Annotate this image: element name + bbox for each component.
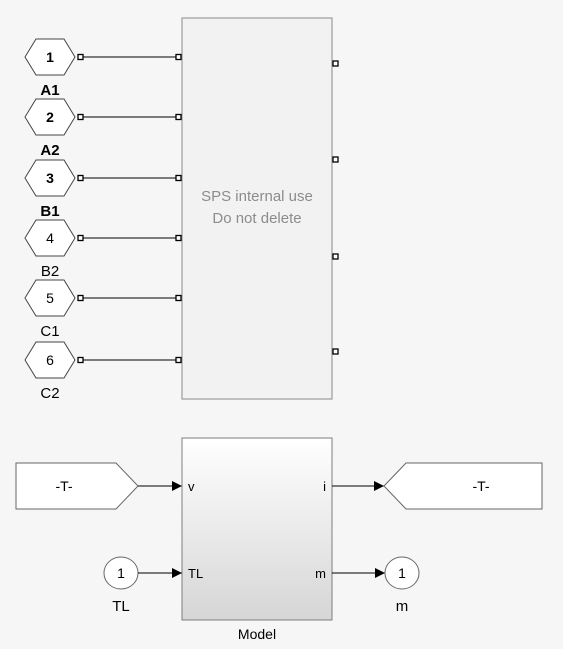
inport-label-2: A2 — [40, 142, 59, 159]
inport-connector-3 — [77, 174, 84, 182]
goto-tag-left[interactable] — [15, 462, 139, 510]
goto-left-text: -T- — [55, 478, 72, 494]
inport-label-1: A1 — [40, 82, 59, 99]
model-port-m: m — [315, 566, 326, 581]
sps-input-port-3 — [175, 174, 182, 182]
inport-connector-4 — [77, 234, 84, 242]
inport-label-3: B1 — [40, 203, 59, 220]
model-port-i: i — [323, 479, 326, 494]
sps-output-port-2 — [332, 156, 339, 163]
inport-connector-5 — [77, 294, 84, 302]
sps-internal-block[interactable] — [181, 17, 333, 400]
inport-hex-2[interactable] — [24, 98, 76, 136]
inport-tl-label: TL — [112, 598, 130, 615]
model-block-name: Model — [238, 626, 276, 642]
inport-label-5: C1 — [40, 323, 59, 340]
inport-hex-4[interactable] — [24, 219, 76, 257]
sps-block-caption: SPS internal use Do not delete — [182, 186, 332, 230]
sps-block-line1: SPS internal use — [201, 188, 313, 205]
inport-connector-2 — [77, 113, 84, 121]
inport-number-1: 1 — [46, 49, 54, 65]
goto-tag-right[interactable] — [383, 462, 543, 510]
model-port-tl: TL — [188, 566, 203, 581]
outport-m-number: 1 — [398, 565, 406, 581]
sps-input-port-5 — [175, 294, 182, 302]
inport-number-4: 4 — [46, 230, 54, 246]
sps-output-port-4 — [332, 348, 339, 355]
sps-input-port-4 — [175, 234, 182, 242]
sps-block-line2: Do not delete — [212, 210, 302, 227]
inport-label-4: B2 — [41, 263, 59, 280]
inport-hex-3[interactable] — [24, 159, 76, 197]
inport-connector-6 — [77, 356, 84, 364]
inport-number-5: 5 — [46, 290, 54, 306]
sps-output-port-1 — [332, 60, 339, 67]
outport-m[interactable] — [384, 556, 420, 590]
inport-tl-number: 1 — [117, 565, 125, 581]
goto-right-text: -T- — [472, 478, 489, 494]
inport-number-3: 3 — [46, 170, 54, 186]
inport-hex-5[interactable] — [24, 279, 76, 317]
model-port-v: v — [188, 479, 195, 494]
inport-connector-1 — [77, 53, 84, 61]
inport-hex-1[interactable] — [24, 38, 76, 76]
sps-input-port-2 — [175, 113, 182, 121]
model-block[interactable] — [181, 437, 333, 621]
inport-hex-6[interactable] — [24, 341, 76, 379]
inport-number-6: 6 — [46, 352, 54, 368]
sps-input-port-6 — [175, 356, 182, 364]
inport-number-2: 2 — [46, 109, 54, 125]
outport-m-label: m — [396, 598, 409, 615]
inport-label-6: C2 — [40, 385, 59, 402]
sps-input-port-1 — [175, 53, 182, 61]
sps-output-port-3 — [332, 253, 339, 260]
